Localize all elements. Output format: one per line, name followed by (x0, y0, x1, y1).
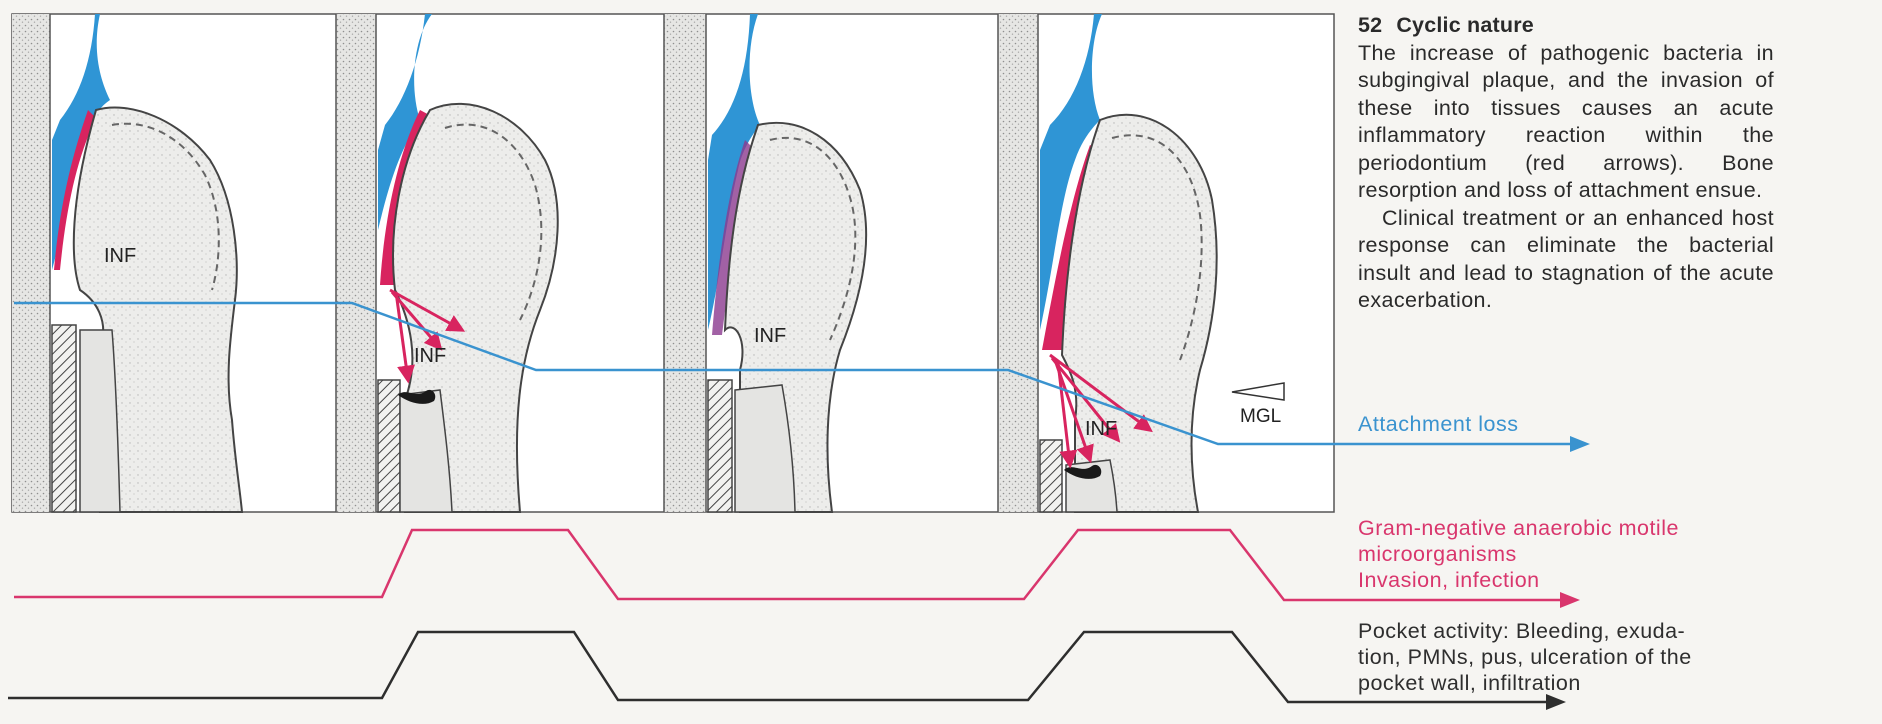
caption-title: Cyclic nature (1396, 13, 1534, 37)
inf-label: INF (414, 345, 446, 367)
pocket-line-1: Pocket activity: Bleeding, exuda- (1358, 618, 1774, 644)
infection-line (14, 530, 1576, 600)
pocket-activity-line (8, 632, 1562, 702)
inf-label: INF (104, 245, 136, 267)
tooth-root-strip (998, 14, 1038, 512)
gram-negative-line-1: Gram-negative anaerobic motile (1358, 515, 1774, 541)
pocket-line-3: pocket wall, infiltration (1358, 670, 1774, 696)
caption-paragraph-1: The increase of pathogenic bacteria in s… (1358, 40, 1774, 205)
tooth-root-strip (664, 14, 706, 512)
alveolar-bone (80, 330, 120, 512)
inf-label: INF (1085, 418, 1117, 440)
figure-number: 52 (1358, 13, 1382, 37)
caption-paragraph-2: Clinical treatment or an enhanced host r… (1358, 205, 1774, 315)
bone-hatch (708, 380, 732, 512)
pocket-activity-label: Pocket activity: Bleeding, exuda- tion, … (1358, 618, 1774, 696)
figure-caption: 52 Cyclic nature The increase of pathogen… (1358, 12, 1774, 315)
attachment-loss-label: Attachment loss (1358, 411, 1518, 437)
inf-label: INF (754, 325, 786, 347)
bone-hatch (1040, 440, 1062, 512)
tooth-root-strip (12, 14, 50, 512)
mgl-label: MGL (1240, 406, 1281, 427)
tooth-root-strip (336, 14, 376, 512)
bone-hatch (52, 325, 76, 512)
gram-negative-line-2: microorganisms (1358, 541, 1774, 567)
bone-hatch (378, 380, 400, 512)
pocket-line-2: tion, PMNs, pus, ulceration of the (1358, 644, 1774, 670)
invasion-label: Invasion, infection (1358, 567, 1774, 593)
gram-negative-label: Gram-negative anaerobic motile microorga… (1358, 515, 1774, 593)
